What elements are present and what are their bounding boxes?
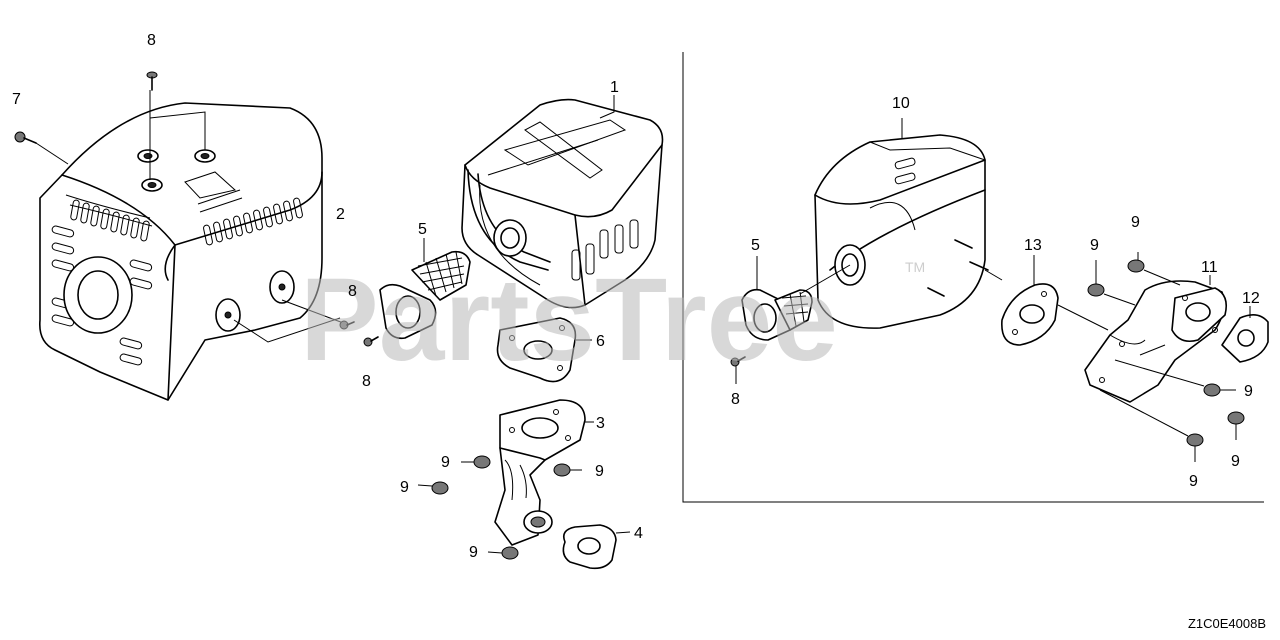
nut-9-i[interactable]	[1099, 389, 1204, 462]
callout-1[interactable]: 1	[610, 79, 619, 96]
screw-8-right[interactable]	[730, 356, 746, 384]
nut-9-e[interactable]	[1127, 252, 1181, 286]
exhaust-pipe-11[interactable]	[1084, 275, 1228, 403]
callout-8-side-a[interactable]: 8	[348, 283, 357, 300]
callout-9-d[interactable]: 9	[469, 544, 478, 561]
vent-slots-top	[65, 194, 303, 246]
muffler-protector[interactable]	[38, 90, 347, 401]
callout-6[interactable]: 6	[596, 333, 605, 350]
nut-9-h[interactable]	[1227, 411, 1245, 440]
diagram-code: Z1C0E4008B	[1188, 616, 1266, 631]
callout-5-left[interactable]: 5	[418, 221, 427, 238]
gasket-12[interactable]	[1221, 306, 1269, 363]
callout-9-c[interactable]: 9	[400, 479, 409, 496]
exhaust-pipe-3[interactable]	[494, 399, 594, 546]
callout-11[interactable]: 11	[1201, 259, 1218, 276]
callout-13[interactable]: 13	[1024, 237, 1042, 254]
callout-8-top[interactable]: 8	[147, 32, 156, 49]
nut-9-a[interactable]	[461, 455, 491, 469]
callout-9-i[interactable]: 9	[1189, 473, 1198, 490]
callout-labels: 1 2 3 4 5 5 6 7 8 8 8 8 9 9 9 9 9 9 9 9 …	[12, 32, 1260, 561]
screw-7[interactable]	[14, 131, 69, 165]
callout-5-right[interactable]: 5	[751, 237, 760, 254]
nut-9-c[interactable]	[417, 481, 449, 495]
callout-3[interactable]: 3	[596, 415, 605, 432]
callout-10[interactable]: 10	[892, 95, 910, 112]
callout-8-side-b[interactable]: 8	[362, 373, 371, 390]
muffler-10[interactable]	[814, 118, 989, 329]
callout-9-b[interactable]: 9	[595, 463, 604, 480]
watermark: PartsTree TM	[300, 254, 925, 386]
section-frame	[682, 52, 1264, 503]
callout-9-a[interactable]: 9	[441, 454, 450, 471]
spark-arrester-left[interactable]	[379, 238, 471, 340]
gasket-6[interactable]	[496, 317, 593, 383]
screw-8-side-b[interactable]	[363, 336, 379, 347]
callout-9-g[interactable]: 9	[1244, 383, 1253, 400]
callout-2[interactable]: 2	[336, 206, 345, 223]
spark-arrester-right[interactable]	[741, 256, 851, 341]
callout-9-e[interactable]: 9	[1131, 214, 1140, 231]
nut-9-g[interactable]	[1114, 359, 1236, 397]
callout-7[interactable]: 7	[12, 91, 21, 108]
callout-9-h[interactable]: 9	[1231, 453, 1240, 470]
watermark-text: PartsTree	[300, 254, 838, 386]
nut-9-f[interactable]	[1087, 260, 1136, 306]
screw-8-top[interactable]	[146, 71, 158, 91]
watermark-tm: TM	[905, 259, 925, 275]
callout-8-right[interactable]: 8	[731, 391, 740, 408]
callout-4[interactable]: 4	[634, 525, 643, 542]
nut-9-b[interactable]	[553, 463, 582, 477]
callout-12[interactable]: 12	[1242, 290, 1260, 307]
screw-8-side-a[interactable]	[339, 320, 355, 330]
nut-9-d[interactable]	[487, 546, 519, 560]
gasket-4[interactable]	[562, 524, 631, 570]
gasket-13[interactable]	[984, 255, 1109, 346]
muffler[interactable]	[461, 95, 664, 309]
callout-9-f[interactable]: 9	[1090, 237, 1099, 254]
